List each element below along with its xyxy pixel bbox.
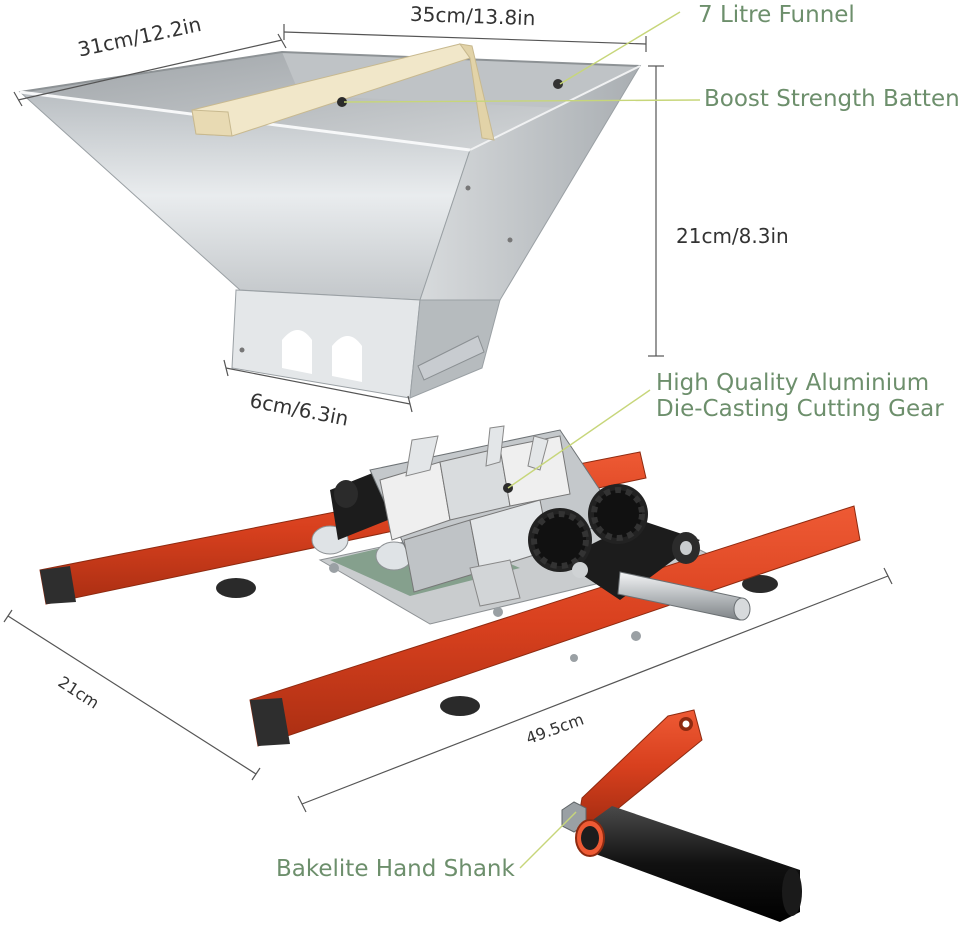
hand-crank [561,709,802,922]
cutting-gear-callout: High Quality Aluminium Die-Casting Cutti… [656,370,944,423]
funnel-height-label: 21cm/8.3in [676,224,789,248]
funnel [18,43,642,399]
callout-lines [343,11,701,869]
cutting-rollers [369,425,621,607]
crusher-frame [39,425,861,747]
batten-callout: Boost Strength Batten [704,86,960,112]
funnel-callout: 7 Litre Funnel [698,2,855,28]
cutting-gear-callout-line1: High Quality Aluminium [656,370,930,396]
batten [191,43,495,141]
cutting-gear-callout-line2: Die-Casting Cutting Gear [656,396,944,423]
hand-shank-callout: Bakelite Hand Shank [276,856,515,882]
bakelite-grip [575,806,802,922]
dimension-lines [3,24,893,813]
funnel-width-label: 35cm/13.8in [409,1,536,31]
gear-wheels [528,484,648,578]
